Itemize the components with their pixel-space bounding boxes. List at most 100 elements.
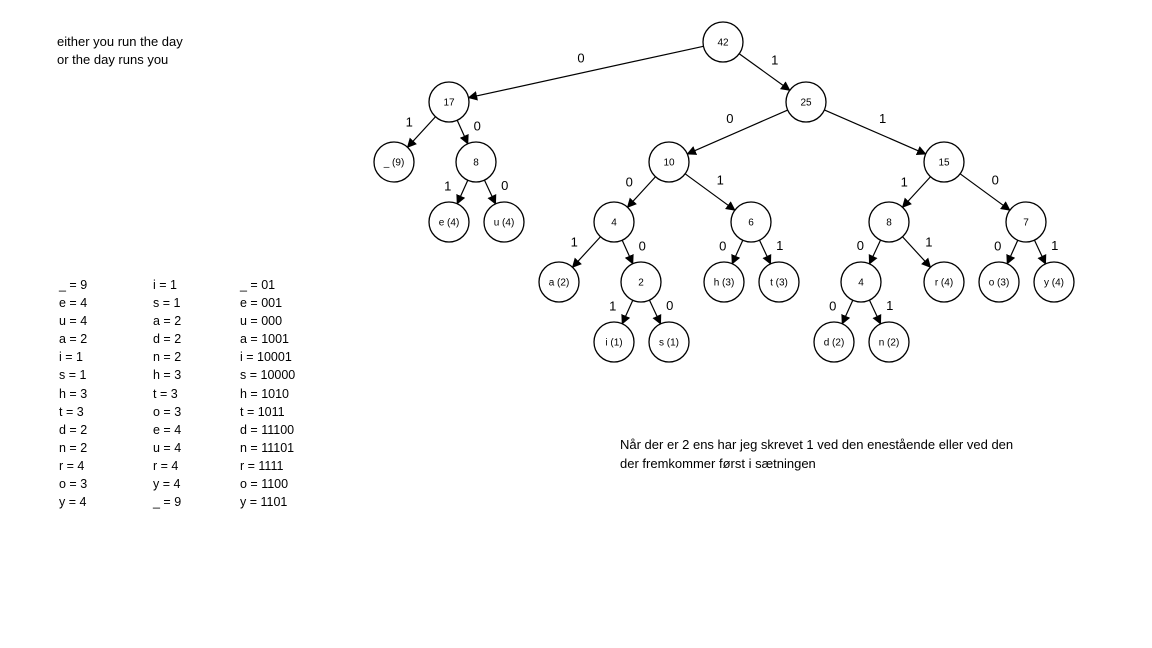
tree-edge: [626, 176, 656, 208]
tree-edge: [868, 239, 882, 265]
code-entry: e = 001: [240, 296, 283, 311]
edge-bit-label: 0: [639, 238, 646, 253]
node-label: 2: [638, 278, 644, 289]
sorted-frequency-entry: s = 1: [153, 296, 181, 311]
tree-edge: [901, 176, 931, 208]
edge-bit-label: 1: [406, 115, 413, 130]
edge-bit-label: 0: [474, 118, 481, 133]
sorted-frequency-entry: u = 4: [153, 440, 182, 455]
sorted-frequency-entry: i = 1: [153, 278, 177, 292]
code-entry: t = 1011: [240, 404, 285, 419]
code-entry: h = 1010: [240, 386, 290, 401]
edge-bit-label: 0: [994, 238, 1001, 253]
node-circle: [923, 261, 965, 303]
sorted-frequency-entry: t = 3: [153, 386, 178, 401]
node-label: 42: [717, 38, 729, 49]
node-label: 7: [1023, 218, 1029, 229]
node-circle: [923, 141, 965, 183]
node-label: 10: [663, 158, 675, 169]
tree-edge: [621, 239, 634, 265]
leaf-node: d (2): [813, 321, 855, 363]
frequency-entry: s = 1: [59, 368, 87, 383]
code-entry: i = 10001: [240, 350, 292, 365]
code-entry: a = 1001: [240, 332, 290, 347]
sorted-frequency-entry: r = 4: [153, 458, 179, 473]
node-circle: [813, 321, 855, 363]
node-circle: [758, 261, 800, 303]
node-circle: [868, 201, 910, 243]
sorted-frequency-entry: y = 4: [153, 477, 181, 492]
tree-edge: [738, 53, 791, 91]
edge-bit-label: 0: [992, 173, 999, 188]
edge-bit-label: 1: [571, 235, 578, 250]
leaf-node: y (4): [1033, 261, 1075, 303]
frequency-entry: h = 3: [59, 386, 88, 401]
sorted-frequency-entry: o = 3: [153, 404, 182, 419]
quote-text: either you run the day or the day runs y…: [57, 33, 183, 69]
internal-node: 4: [840, 261, 882, 303]
node-label: t (3): [770, 278, 788, 289]
node-label: o (3): [989, 278, 1010, 289]
node-circle: [868, 321, 910, 363]
sorted-frequency-entry: h = 3: [153, 368, 182, 383]
internal-node: 8: [455, 141, 497, 183]
internal-node: 8: [868, 201, 910, 243]
tree-edge: [1033, 239, 1047, 265]
internal-node: 10: [648, 141, 690, 183]
leaf-node: s (1): [648, 321, 690, 363]
node-circle: [978, 261, 1020, 303]
node-label: _ (9): [383, 158, 405, 169]
node-circle: [428, 201, 470, 243]
code-entry: d = 11100: [240, 422, 295, 437]
node-label: 8: [886, 218, 892, 229]
node-label: 6: [748, 218, 754, 229]
node-label: h (3): [714, 278, 735, 289]
node-circle: [483, 201, 525, 243]
tree-edge: [456, 179, 469, 205]
frequency-entry: r = 4: [59, 458, 85, 473]
frequency-entry: o = 3: [59, 477, 88, 492]
node-label: n (2): [879, 338, 900, 349]
internal-node: 17: [428, 81, 470, 123]
node-label: 8: [473, 158, 479, 169]
code-entry: s = 10000: [240, 368, 296, 383]
edge-bit-label: 1: [925, 235, 932, 250]
frequency-entry: _ = 9: [59, 278, 88, 292]
node-label: y (4): [1044, 278, 1064, 289]
edge-bit-label: 1: [879, 111, 886, 126]
edge-bit-label: 0: [577, 50, 584, 65]
frequency-entry: a = 2: [59, 332, 88, 347]
tree-edge: [483, 179, 497, 205]
quote-line-2: or the day runs you: [57, 52, 169, 67]
edge-bit-label: 1: [771, 53, 778, 68]
code-entry: r = 1111: [240, 458, 284, 473]
node-label: r (4): [935, 278, 953, 289]
internal-node: 42: [702, 21, 744, 63]
note-line-2: der fremkommer først i sætningen: [620, 456, 816, 471]
tree-edge: [684, 173, 736, 211]
node-circle: [428, 81, 470, 123]
leaf-node: t (3): [758, 261, 800, 303]
tree-edge: [686, 109, 788, 155]
tree-edge: [456, 119, 469, 145]
node-label: e (4): [439, 218, 460, 229]
internal-node: 25: [785, 81, 827, 123]
tree-edge: [648, 299, 662, 325]
node-circle: [730, 201, 772, 243]
code-entry: y = 1101: [240, 495, 288, 510]
tree-edge: [571, 236, 601, 268]
node-label: 4: [611, 218, 617, 229]
node-label: u (4): [494, 218, 515, 229]
leaf-node: h (3): [703, 261, 745, 303]
tree-edge: [406, 116, 436, 148]
edge-bit-label: 0: [829, 298, 836, 313]
node-circle: [455, 141, 497, 183]
internal-node: 6: [730, 201, 772, 243]
edge-bit-label: 1: [886, 298, 893, 313]
internal-node: 7: [1005, 201, 1047, 243]
internal-node: 2: [620, 261, 662, 303]
